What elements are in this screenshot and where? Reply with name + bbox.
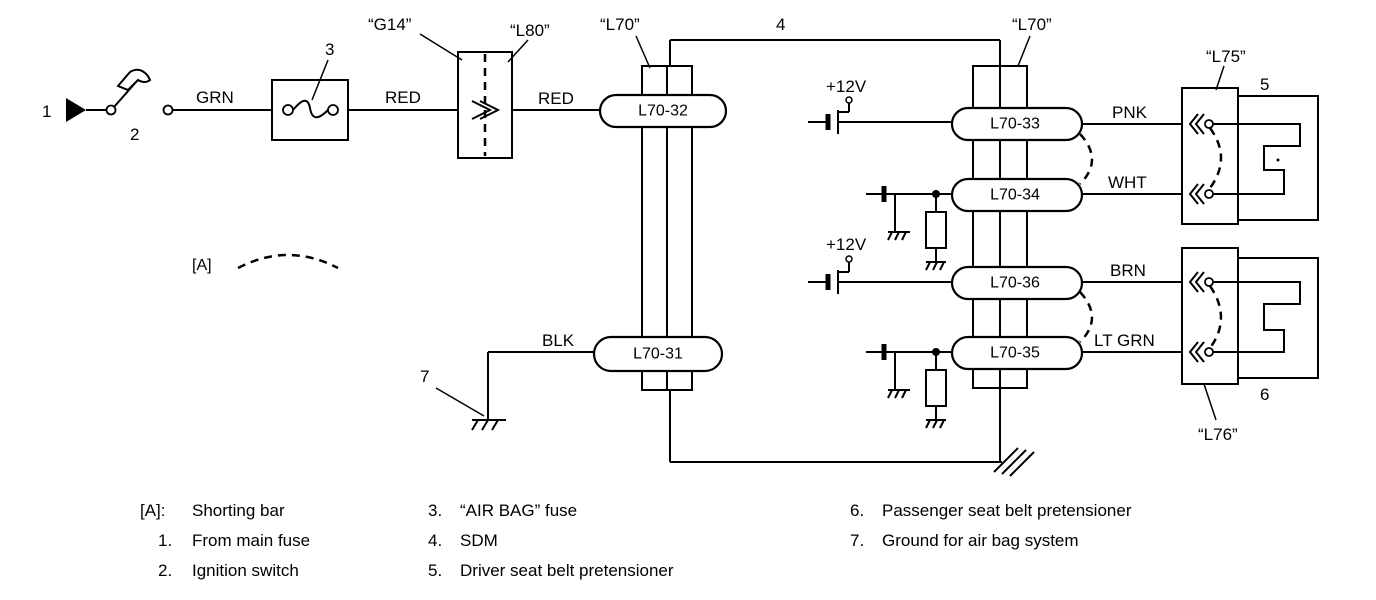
connector-l70-32: L70-32 (598, 93, 728, 129)
svg-text:L70-34: L70-34 (990, 187, 1040, 204)
svg-text:L70-33: L70-33 (990, 116, 1040, 133)
wire-label-red-2: RED (538, 89, 574, 108)
legend-key-1: 1. (158, 531, 172, 550)
wire-label-brn: BRN (1110, 261, 1146, 280)
svg-text:L70-35: L70-35 (990, 345, 1040, 362)
wire-label-grn: GRN (196, 88, 234, 107)
sensing-network-top (866, 186, 952, 271)
legend-text-7: Ground for air bag system (882, 531, 1079, 550)
wire-label-red-1: RED (385, 88, 421, 107)
legend-text-3: “AIR BAG” fuse (460, 501, 577, 520)
connector-l70-33: L70-33 (950, 106, 1084, 142)
passenger-pretensioner (1213, 257, 1319, 379)
supply-12v-top (808, 96, 952, 134)
shorting-bar-sample (237, 253, 339, 270)
legend-text-1: From main fuse (192, 531, 310, 550)
connector-l70-35: L70-35 (950, 335, 1084, 371)
connector-l70-36: L70-36 (950, 265, 1084, 301)
sdm-loop (669, 39, 1035, 477)
label-7: 7 (420, 367, 429, 386)
legend: [A]: Shorting bar 1. From main fuse 2. I… (140, 501, 1132, 580)
shorting-bar-sdm-bottom (1079, 291, 1094, 343)
driver-pretensioner (1213, 95, 1319, 221)
legend-text-4: SDM (460, 531, 498, 550)
svg-text:L70-31: L70-31 (633, 346, 683, 363)
legend-key-a: [A]: (140, 501, 166, 520)
legend-text-a: Shorting bar (192, 501, 285, 520)
legend-text-5: Driver seat belt pretensioner (460, 561, 674, 580)
ignition-switch-icon (105, 68, 174, 116)
wire-label-blk: BLK (542, 331, 575, 350)
label-l76: “L76” (1198, 425, 1238, 444)
main-fuse-arrow-icon (66, 98, 86, 122)
legend-key-5: 5. (428, 561, 442, 580)
label-5: 5 (1260, 75, 1269, 94)
connector-l76 (1181, 247, 1239, 385)
wire-label-pnk: PNK (1112, 103, 1148, 122)
label-12v-bottom: +12V (826, 235, 867, 254)
connector-l70-34: L70-34 (950, 177, 1084, 213)
label-a-marker: [A] (192, 257, 212, 274)
label-6: 6 (1260, 385, 1269, 404)
connector-g14-l80 (457, 51, 513, 159)
legend-key-3: 3. (428, 501, 442, 520)
label-1: 1 (42, 102, 51, 121)
label-2: 2 (130, 125, 139, 144)
legend-key-7: 7. (850, 531, 864, 550)
label-12v-top: +12V (826, 77, 867, 96)
supply-12v-bottom (808, 255, 952, 294)
svg-text:L70-32: L70-32 (638, 103, 688, 120)
label-l70-left: “L70” (600, 15, 640, 34)
legend-key-6: 6. (850, 501, 864, 520)
legend-key-4: 4. (428, 531, 442, 550)
sensing-network-bottom (866, 344, 952, 429)
svg-text:L70-36: L70-36 (990, 275, 1040, 292)
label-l70-right: “L70” (1012, 15, 1052, 34)
ground-7-icon (471, 419, 506, 431)
connector-l75 (1181, 87, 1239, 225)
legend-key-2: 2. (158, 561, 172, 580)
legend-text-2: Ignition switch (192, 561, 299, 580)
label-l80: “L80” (510, 21, 550, 40)
label-g14: “G14” (368, 15, 412, 34)
legend-text-6: Passenger seat belt pretensioner (882, 501, 1132, 520)
wire-label-wht: WHT (1108, 173, 1147, 192)
wire-label-lt-grn: LT GRN (1094, 331, 1155, 350)
label-l75: “L75” (1206, 47, 1246, 66)
shorting-bar-sdm-top (1079, 133, 1094, 185)
air-bag-fuse-icon (271, 79, 349, 141)
label-4: 4 (776, 15, 785, 34)
connector-l70-31: L70-31 (592, 335, 724, 373)
label-3: 3 (325, 40, 334, 59)
